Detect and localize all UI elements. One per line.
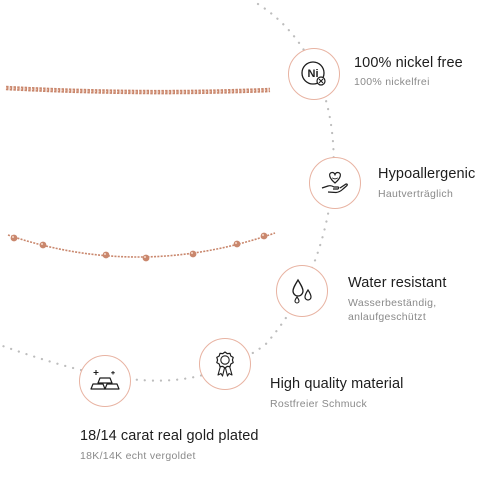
water-resistant-badge (276, 265, 328, 317)
feature-title: Hypoallergenic (378, 166, 476, 182)
award-medal-icon (216, 351, 234, 377)
feature-title: 18/14 carat real gold plated (80, 428, 259, 444)
hand-heart-icon (321, 171, 348, 194)
hypoallergenic-badge (309, 157, 361, 209)
feature-title: 100% nickel free (354, 55, 463, 71)
nickel-free-badge: Ni (288, 48, 340, 100)
feature-subtitle: 18K/14K echt vergoldet (80, 450, 196, 462)
feature-subtitle: Hautverträglich (378, 188, 454, 200)
feature-subtitle: Wasserbeständig, anlaufgeschützt (348, 297, 437, 323)
nickel-free-icon: Ni (301, 61, 326, 86)
gold-bars-icon (90, 370, 120, 390)
feature-subtitle: Rostfreier Schmuck (270, 398, 368, 410)
high-quality-badge (199, 338, 251, 390)
gold-plated-badge (79, 355, 131, 407)
bead-chain-image (7, 232, 276, 262)
svg-text:Ni: Ni (308, 68, 319, 80)
water-drops-icon (292, 278, 312, 304)
feature-title: High quality material (270, 376, 404, 392)
feature-subtitle: 100% nickelfrei (354, 76, 430, 88)
feature-title: Water resistant (348, 275, 447, 291)
curb-chain-image (5, 85, 271, 95)
